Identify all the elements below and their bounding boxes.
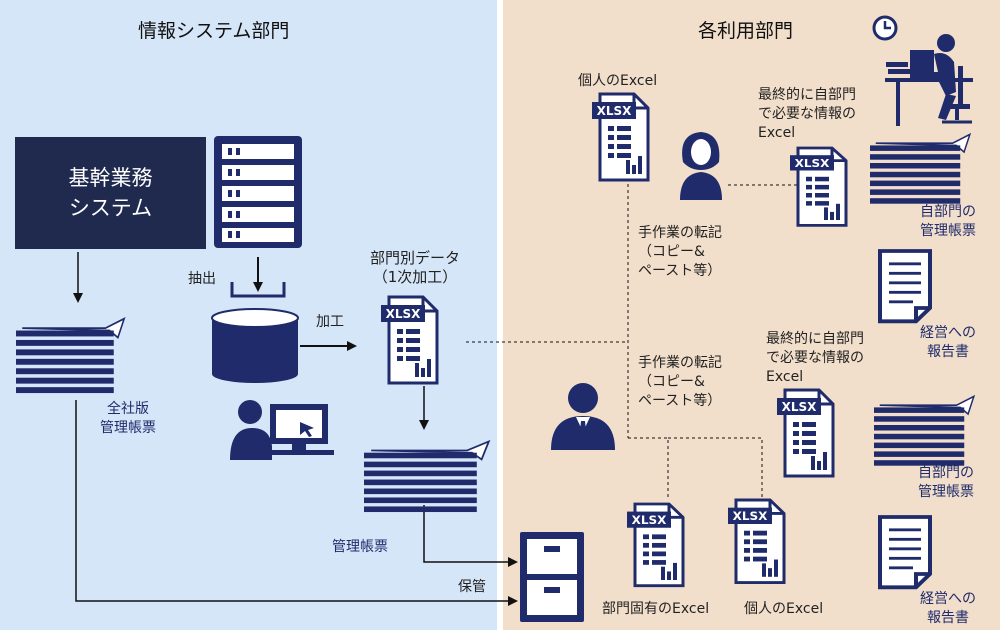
companywide-to-cabinet-arrow [75, 400, 518, 606]
needed-info-2-line3: Excel [766, 369, 804, 385]
companywide-mgmt-label: 全社版 管理帳票 [98, 400, 158, 438]
database-icon [211, 308, 299, 383]
manual-transcription-1-label: 手作業の転記 （コピー& ペースト等） [638, 224, 722, 281]
dept-data-line2: （1次加工） [372, 268, 458, 286]
connector-lines [73, 178, 800, 606]
dept-specific-excel-icon [625, 502, 685, 588]
manual-2-line1: 手作業の転記 [638, 355, 722, 371]
needed-info-1-label: 最終的に自部門 で必要な情報の Excel [758, 86, 856, 143]
own-dept-2-line1: 自部門の [918, 465, 974, 481]
reports-to-cabinet-arrow [423, 505, 518, 567]
exec-report-1-line2: 報告書 [927, 344, 969, 360]
own-dept-mgmt-2-label: 自部門の 管理帳票 [906, 464, 986, 502]
personal-excel-top-label: 個人のExcel [578, 73, 658, 89]
woman-user-icon [680, 132, 722, 200]
person-at-desk-icon [885, 34, 973, 126]
exec-report-2-line1: 経営への [920, 591, 976, 607]
manual-1-line1: 手作業の転記 [638, 225, 722, 241]
core-system-line2: システム [68, 196, 153, 220]
extract-label: 抽出 [188, 271, 216, 287]
exec-report-1-icon [878, 249, 932, 324]
core-business-system-box: 基幹業務 システム [15, 137, 206, 249]
to-personal-excel-dashed [668, 437, 763, 498]
needed-info-2-label: 最終的に自部門 で必要な情報の Excel [766, 330, 864, 387]
personal-excel-top-icon [590, 92, 650, 182]
needed-info-1-line2: で必要な情報の [758, 106, 856, 122]
dept-data-line1: 部門別データ [369, 249, 460, 267]
needed-info-2-line2: で必要な情報の [766, 350, 864, 366]
core-system-line1: 基幹業務 [68, 166, 153, 190]
own-dept-1-line2: 管理帳票 [920, 223, 976, 239]
manual-2-line3: ペースト等） [638, 393, 722, 409]
companywide-line1: 全社版 [107, 401, 149, 417]
manual-2-line2: （コピー& [638, 374, 705, 390]
left-section-title: 情報システム部門 [138, 20, 290, 42]
file-cabinet-icon [520, 532, 584, 622]
needed-info-1-line1: 最終的に自部門 [758, 87, 856, 103]
manual-1-line2: （コピー& [638, 244, 705, 260]
to-dept-excel-dashed [628, 437, 669, 498]
needed-info-1-line3: Excel [758, 125, 796, 141]
dept-data-xlsx-icon [379, 295, 439, 385]
own-dept-mgmt-1-label: 自部門の 管理帳票 [908, 203, 988, 241]
personal-excel-bottom-label: 個人のExcel [744, 601, 824, 617]
process-label: 加工 [316, 314, 344, 330]
manual-transcription-2-label: 手作業の転記 （コピー& ペースト等） [638, 354, 722, 411]
dept-specific-excel-label: 部門固有のExcel [602, 601, 710, 617]
own-dept-1-line1: 自部門の [920, 204, 976, 220]
manual-1-line3: ペースト等） [638, 263, 722, 279]
clock-icon [872, 15, 898, 41]
exec-report-2-icon [878, 515, 932, 590]
right-section-title: 各利用部門 [698, 20, 794, 42]
personal-excel-bottom-icon [726, 498, 786, 585]
man-user-icon [551, 383, 615, 450]
needed-info-2-line1: 最終的に自部門 [766, 331, 864, 347]
exec-report-2-line2: 報告書 [927, 610, 969, 626]
exec-report-1-line1: 経営への [920, 325, 976, 341]
companywide-line2: 管理帳票 [100, 420, 156, 436]
storage-label: 保管 [458, 579, 486, 595]
exec-report-1-label: 経営への 報告書 [908, 324, 988, 362]
needed-excel-2-icon [775, 388, 835, 478]
dept-data-label: 部門別データ （1次加工） [360, 249, 470, 287]
server-rack-icon [214, 136, 302, 248]
extract-bracket-icon [230, 282, 286, 298]
exec-report-2-label: 経営への 報告書 [908, 590, 988, 628]
own-dept-2-line2: 管理帳票 [918, 484, 974, 500]
operator-at-pc-icon [230, 400, 334, 460]
mgmt-reports-label: 管理帳票 [332, 539, 388, 555]
needed-excel-1-icon [788, 146, 848, 227]
